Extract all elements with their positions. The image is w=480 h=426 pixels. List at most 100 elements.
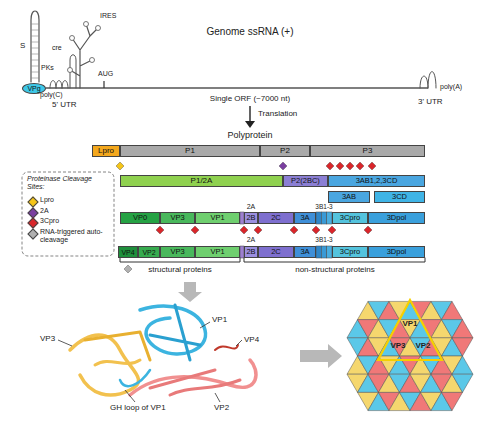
text-label: 3B1-3 [315,203,332,210]
vp4-ribbon [215,345,238,350]
text-label: GH loop of VP1 [110,404,166,413]
base-pair [31,60,39,61]
start-codon-mark [103,81,104,88]
legend-text: RNA-triggered auto-cleavage [40,228,110,243]
cleavage-site-diamond [191,226,199,234]
text-label: 3' UTR [418,98,443,107]
protein-name: 3AB1,2,3CD [356,177,398,185]
text-label: Translation [258,110,297,119]
protein-name: P3 [363,147,373,155]
vp3-ribbon [95,360,140,365]
text-label: IRES [100,12,116,20]
protein-box: P2(2BC) [283,175,328,187]
ires-loop [96,26,101,31]
text-label: poly(A) [440,83,462,91]
capsid-facet [442,301,463,319]
protein-box: VP1 [195,246,240,258]
text-label: VP3 [390,342,405,351]
protein-box: 2C [258,246,294,258]
genome-line [46,87,428,89]
text-label: Polyprotein [227,131,272,141]
cleavage-site-diamond [240,226,248,234]
protein-name: 3CD [392,193,407,201]
ires-loop [90,58,95,63]
cleavage-site-diamond [124,265,132,273]
protein-box: 3Dpol [368,212,425,224]
protein-name: 3A [300,248,309,256]
protein-name: VPg [27,85,40,92]
leader-line [236,340,242,346]
leader-line [200,322,210,328]
cleavage-site-diamond [156,226,164,234]
protein-name: P2(2BC) [291,177,320,185]
ires-loop [70,36,75,41]
cleavage-site-diamond [356,162,364,170]
base-pair [31,36,39,37]
protein-name: 3Dpol [387,214,407,222]
protein-name: VP1 [210,214,224,222]
protein-box: P1/2A [120,175,283,187]
text-label: Genome ssRNA (+) [207,26,294,37]
text-label: Single ORF (~7000 nt) [210,95,290,104]
text-label: VP2 [214,404,229,413]
protein-name: P2 [280,147,290,155]
protein-name: 2B [246,214,255,222]
text-label: AUG [98,70,113,78]
protein-name: VP3 [170,214,184,222]
3b-segment [321,212,326,224]
leader-line [125,390,135,402]
protein-box: 3CD [374,191,425,203]
protein-name: VP0 [133,214,147,222]
protein-box: Lpro [92,145,120,157]
base-pair [31,42,39,43]
text-label: Proteinase Cleavage Sites: [27,175,111,190]
protein-box: 3Dpol [368,246,425,258]
protein-name: Lpro [98,147,114,155]
protein-name: VP3 [170,248,184,256]
protein-name: 3AB [342,193,356,201]
protein-box: P2 [260,145,310,157]
base-pair [31,66,39,67]
capsid-facet [452,338,473,356]
protein-name: VP2 [142,249,155,256]
vp1-ribbon [140,306,206,354]
leader-line [215,393,220,402]
text-label: non-structural proteins [295,266,375,275]
leader-line [58,340,72,346]
cleavage-site-diamond [328,226,336,234]
protein-box: P3 [310,145,425,157]
vp1-ribbon [150,305,200,360]
asymmetric-unit-outline [378,300,442,360]
capsid-facet [452,356,473,374]
cleavage-site-diamond [279,162,287,170]
protein-name: VP4 [121,249,134,256]
text-label: S [20,42,25,51]
3b-segment [316,212,321,224]
protein-box: VP2 [138,246,160,258]
3b-segment [321,246,326,258]
ires-loop [68,68,73,73]
cleavage-site-diamond [346,162,354,170]
text-label: poly(C) [40,91,63,99]
cleavage-site-diamond [290,226,298,234]
cleavage-site-diamond [254,226,262,234]
text-label: VP1 [402,320,417,329]
protein-name: 2C [271,248,281,256]
vp2-ribbon [130,360,256,395]
text-label: VP3 [40,335,55,344]
cleavage-site-diamond [326,162,334,170]
protein-box: VP4 [118,246,138,258]
text-label: 2A [247,203,256,211]
protein-box: 2C [258,212,294,224]
bracket [120,258,240,262]
three-prime-loops [420,72,436,89]
text-label: 3B1-3 [315,236,332,243]
legend-text: 3Cpro [40,217,110,225]
cleavage-site-diamond [368,162,376,170]
capsid-facet [442,392,463,410]
protein-name: 3Cpro [340,214,360,222]
protein-box: 3Cpro [332,212,368,224]
cleavage-site-diamond [116,162,124,170]
text-label: VP1 [212,316,227,325]
